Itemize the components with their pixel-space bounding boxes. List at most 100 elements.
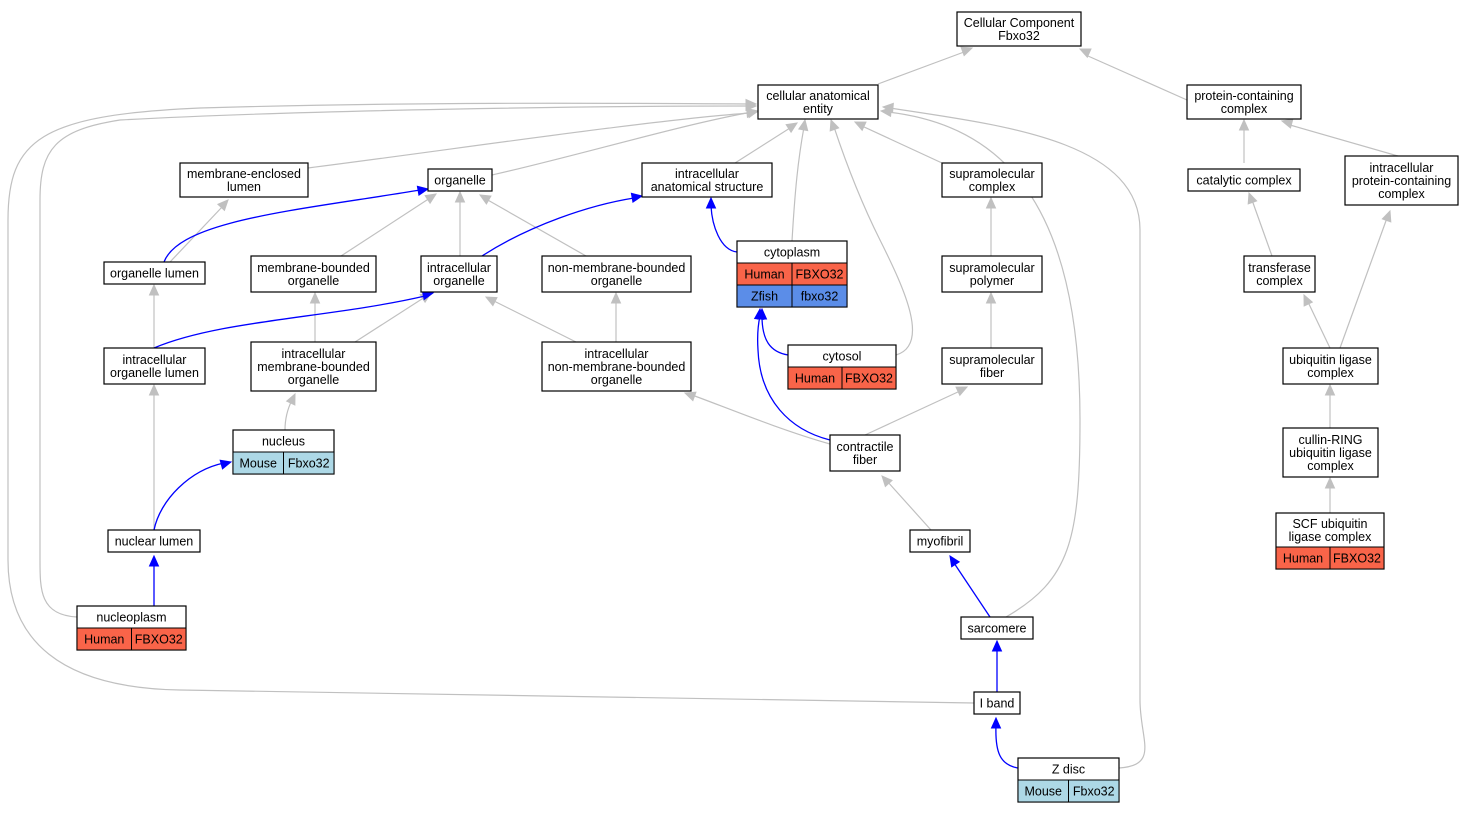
node-box (941, 162, 1043, 198)
go-term-node-sarcomere[interactable]: sarcomere (960, 616, 1034, 640)
node-box (179, 162, 309, 198)
is-a-edge (861, 125, 943, 164)
node-box (973, 691, 1021, 715)
node-label: SCF ubiquitin (1292, 517, 1367, 531)
node-box (541, 255, 692, 293)
go-term-node-myofibril[interactable]: myofibril (909, 529, 971, 553)
gene-cell (791, 284, 848, 308)
edge-arrowhead (1324, 383, 1336, 396)
node-box (103, 347, 206, 385)
node-label: ubiquitin ligase (1289, 446, 1372, 460)
node-label: catalytic complex (1196, 174, 1292, 188)
node-box (1187, 168, 1301, 192)
is-a-edge (39, 105, 749, 618)
node-label: organelle (591, 373, 642, 387)
node-label: I band (980, 697, 1015, 711)
edge-arrowhead (797, 118, 809, 132)
node-label: protein-containing (1194, 89, 1293, 103)
go-term-node-nlumen[interactable]: nuclear lumen (107, 529, 201, 553)
gene-label: FBXO32 (1333, 552, 1381, 566)
node-box (250, 255, 377, 293)
gene-cell (1068, 779, 1120, 803)
node-label: membrane-bounded (257, 261, 370, 275)
node-label: organelle lumen (110, 267, 199, 281)
species-label: Mouse (1024, 785, 1062, 799)
node-box (103, 261, 206, 285)
node-box (427, 168, 493, 192)
is-a-edge (1087, 55, 1188, 101)
is-a-edge (833, 126, 914, 356)
is-a-edge (7, 102, 975, 704)
edge-arrowhead (881, 475, 893, 488)
go-term-node-olumen[interactable]: organelle lumen (103, 261, 206, 285)
part-of-edge (481, 197, 635, 257)
node-label: complex (969, 180, 1016, 194)
node-box (956, 11, 1082, 47)
gene-label: Fbxo32 (288, 457, 330, 471)
edge-arrowhead (216, 199, 229, 212)
species-label: Human (795, 372, 835, 386)
node-label: membrane-enclosed (187, 167, 301, 181)
go-term-node-inmbo[interactable]: intracellularnon-membrane-boundedorganel… (541, 341, 692, 392)
node-label: cytosol (823, 350, 862, 364)
go-term-node-organelle[interactable]: organelle (427, 168, 493, 192)
part-of-edge (163, 189, 421, 263)
go-term-node-iband[interactable]: I band (973, 691, 1021, 715)
go-term-node-catc[interactable]: catalytic complex (1187, 168, 1301, 192)
node-box (829, 434, 901, 472)
edge-arrowhead (881, 102, 894, 114)
edge-arrowhead (683, 391, 697, 402)
edge-arrowhead (478, 194, 492, 205)
gene-label: FBXO32 (135, 633, 183, 647)
edge-arrowhead (1381, 209, 1392, 223)
is-a-edge (864, 390, 961, 436)
gene-cell (1329, 546, 1385, 570)
edge-arrowhead (955, 386, 969, 397)
node-label: non-membrane-bounded (548, 261, 686, 275)
edge-arrowhead (424, 193, 438, 205)
node-label: cytoplasm (764, 246, 820, 260)
node-label: Z disc (1052, 763, 1085, 777)
node-box (641, 162, 773, 198)
node-label: organelle (591, 274, 642, 288)
node-label: nucleus (262, 435, 305, 449)
node-label: complex (1378, 187, 1425, 201)
edge-arrowhead (454, 190, 466, 203)
part-of-edge (756, 315, 831, 441)
gene-cell (131, 627, 187, 651)
edge-arrowhead (1324, 476, 1336, 489)
edge-arrowhead (991, 639, 1003, 652)
node-box (960, 616, 1034, 640)
node-label: nucleoplasm (96, 611, 166, 625)
part-of-edge (153, 462, 225, 531)
edge-arrowhead (785, 122, 799, 134)
is-a-edge (1289, 124, 1399, 157)
is-a-edge (734, 127, 791, 164)
